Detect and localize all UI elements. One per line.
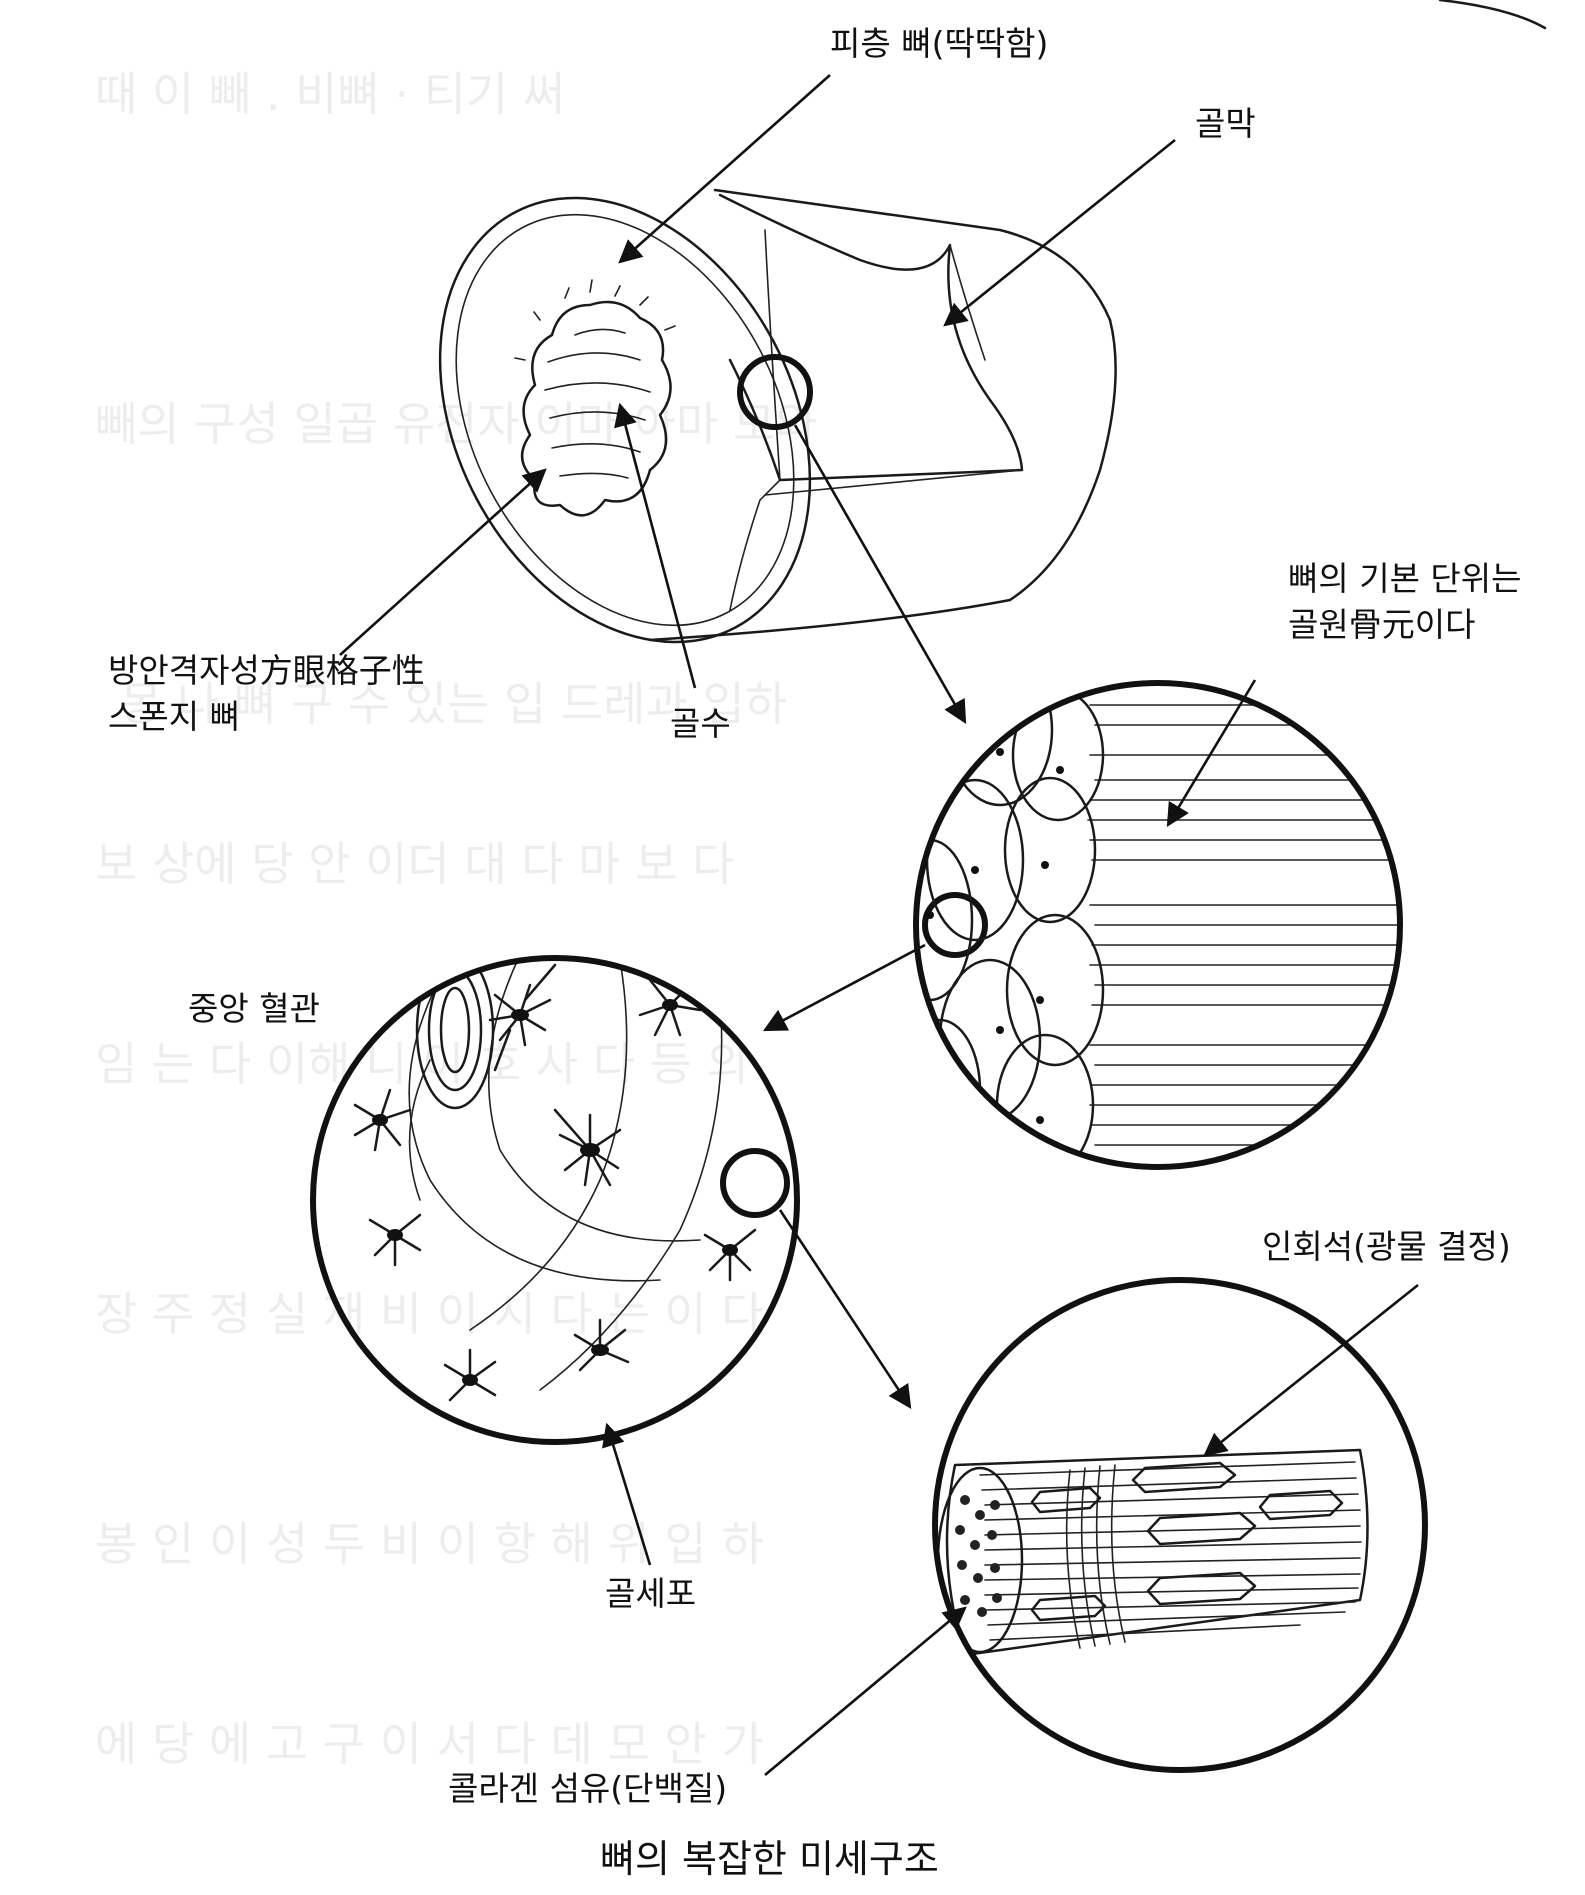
osteon-cells <box>916 683 1105 1167</box>
pointer-periosteum <box>943 138 1176 327</box>
svg-text:임 는 다 이해 니 이 호 사 다 등 의: 임 는 다 이해 니 이 호 사 다 등 의 <box>95 1037 749 1091</box>
shaft-top-edge <box>713 188 1112 322</box>
svg-text:때 이 빼 . 비뼈 · 티기 써: 때 이 빼 . 비뼈 · 티기 써 <box>95 67 565 121</box>
pointer-marrow <box>614 402 697 689</box>
fibre-bundle <box>945 1448 1369 1657</box>
mineral-crystals <box>1030 1461 1344 1622</box>
pointer-cortical-bone <box>618 74 831 264</box>
connector-arrow-2 <box>762 943 926 1032</box>
svg-text:보 상에 당 안 이더 대 다 마 보 다: 보 상에 당 안 이더 대 다 마 보 다 <box>95 837 734 891</box>
pointer-osteocyte <box>601 1422 652 1566</box>
magnify-marker-2 <box>922 892 988 958</box>
label-osteocyte: 골세포 <box>605 1574 696 1613</box>
figure-caption: 뼈의 복잡한 미세구조 <box>600 1837 939 1881</box>
svg-text:빼의 구성 일곱 유전자 이마 아마 모와: 빼의 구성 일곱 유전자 이마 아마 모와 <box>95 397 818 451</box>
bone-end-face <box>438 196 812 644</box>
label-osteon-line2: 골원骨元이다 <box>1288 605 1475 644</box>
label-spongy-bone-line1: 방안격자성方眼格子性 <box>108 651 425 690</box>
collagen-detail-circle <box>932 1277 1428 1773</box>
svg-text:에 당 에 고 구 이 서 다 데 모 안 가: 에 당 에 고 구 이 서 다 데 모 안 가 <box>95 1717 764 1771</box>
fibre-cut-dots <box>955 1495 1002 1617</box>
svg-text:몽 나 뼈 구 수 있는 입 드레과 입하: 몽 나 뼈 구 수 있는 입 드레과 입하 <box>120 677 787 731</box>
connector-arrow-1 <box>793 424 967 725</box>
connector-arrow-3 <box>778 1209 912 1409</box>
svg-text:봉 인 이 성 두 비 이 항 해 위 입 하: 봉 인 이 성 두 비 이 항 해 위 입 하 <box>95 1517 764 1571</box>
label-osteon-line1: 뼈의 기본 단위는 <box>1288 559 1522 598</box>
pointer-hydroxyapatite <box>1203 1283 1419 1457</box>
osteon-detail-circle <box>913 680 1403 1170</box>
pointer-osteon <box>1166 679 1257 828</box>
wrapping-bands <box>1065 1464 1126 1649</box>
pointer-collagen <box>764 1606 967 1776</box>
label-hydroxyapatite: 인회석(광물 결정) <box>1262 1227 1511 1266</box>
magnify-marker-1 <box>737 354 813 430</box>
label-cortical-bone: 피층 뼈(딱딱함) <box>830 24 1048 63</box>
fibre-cross-section <box>936 1466 1024 1654</box>
shaft-right-end <box>1008 318 1117 602</box>
background-bleed-through: 때 이 빼 . 비뼈 · 티기 써 빼의 구성 일곱 유전자 이마 아마 모와 … <box>95 67 818 1771</box>
fibril-lines <box>979 1461 1362 1641</box>
label-marrow: 골수 <box>670 704 731 743</box>
label-periosteum: 골막 <box>1195 104 1256 143</box>
label-spongy-bone-line2: 스폰지 뼈 <box>108 697 240 736</box>
label-central-canal: 중앙 혈관 <box>188 989 320 1028</box>
spongy-bone-speckles <box>514 279 676 361</box>
label-collagen: 콜라겐 섬유(단백질) <box>448 1769 727 1808</box>
svg-text:장 주 정 실 재 비 이 시 다 는 이 다: 장 주 정 실 재 비 이 시 다 는 이 다 <box>95 1287 764 1341</box>
bone-segment <box>438 188 1117 644</box>
pointer-spongy-bone <box>339 468 547 656</box>
page-corner-stroke <box>1438 0 1547 30</box>
shaft-bottom-edge <box>648 598 1012 642</box>
magnify-marker-3 <box>720 1148 790 1218</box>
cortical-ring <box>455 213 795 627</box>
lamella-arcs <box>408 958 723 1391</box>
osteocyte-cells <box>353 963 757 1402</box>
spongy-bone <box>521 300 672 517</box>
